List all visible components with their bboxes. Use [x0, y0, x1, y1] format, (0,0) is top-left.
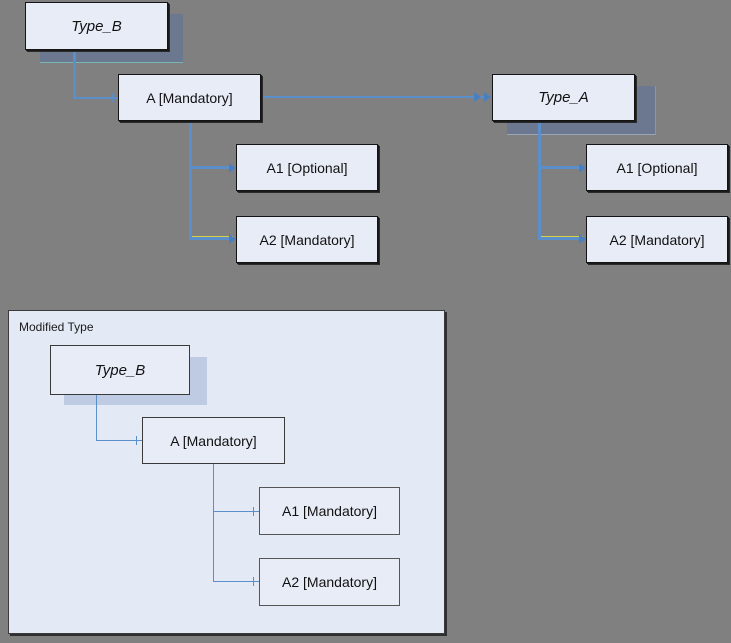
connector-modified-typeb-tick — [136, 436, 137, 445]
node-type-b-modified[interactable]: Type_B — [50, 345, 190, 395]
node-a2-mandatory-original[interactable]: A2 [Mandatory] — [236, 216, 378, 263]
connector-a-to-typea-link — [261, 96, 486, 98]
node-a-mandatory-modified[interactable]: A [Mandatory] — [142, 417, 285, 464]
panel-title: Modified Type — [19, 320, 94, 334]
connector-modified-typeb-horizontal — [96, 440, 142, 441]
node-a2-mandatory-typea[interactable]: A2 [Mandatory] — [586, 216, 728, 263]
node-label: A1 [Optional] — [616, 159, 698, 176]
node-a1-optional-typea[interactable]: A1 [Optional] — [586, 144, 728, 191]
connector-a-to-a1-arrow — [229, 163, 236, 173]
connector-modified-a1-tick — [253, 507, 254, 516]
type-a-shadow-outline — [507, 86, 656, 135]
node-label: A [Mandatory] — [170, 432, 257, 449]
node-a-mandatory-original[interactable]: A [Mandatory] — [118, 74, 261, 121]
node-label: A [Mandatory] — [146, 89, 233, 106]
node-type-a-original[interactable]: Type_A — [492, 74, 635, 121]
connector-a-to-a1-horizontal — [189, 166, 233, 169]
connector-modified-typeb-vertical — [96, 394, 97, 441]
connector-modified-a-to-a1 — [213, 511, 260, 512]
type-b-shadow-highlight — [40, 62, 183, 63]
node-label: A1 [Mandatory] — [282, 503, 377, 519]
node-label: Type_A — [538, 89, 589, 106]
connector-a-trunk-vertical — [189, 120, 192, 240]
connector-modified-a-trunk — [213, 463, 214, 582]
node-a2-mandatory-modified[interactable]: A2 [Mandatory] — [259, 558, 400, 606]
connector-a-to-typea-arrow-2 — [484, 92, 491, 102]
connector-typea-to-a1-arrow — [579, 163, 586, 173]
connector-typeb-to-a-vertical — [73, 49, 76, 97]
node-label: A2 [Mandatory] — [259, 231, 355, 248]
connector-a-to-a2-horizontal — [189, 237, 233, 240]
connector-typea-to-a1-horizontal — [538, 166, 583, 169]
connector-a-to-a2-arrow — [229, 234, 236, 244]
connector-modified-a2-tick — [253, 577, 254, 586]
connector-typea-to-a2-horizontal — [538, 237, 583, 240]
connector-typeb-to-a-horizontal — [73, 97, 118, 99]
connector-a-to-a2-highlight — [192, 236, 233, 237]
connector-typea-trunk-vertical — [538, 120, 541, 240]
node-label: A2 [Mandatory] — [282, 574, 377, 590]
connector-typea-to-a2-highlight — [541, 236, 583, 237]
node-label: A2 [Mandatory] — [609, 231, 705, 248]
connector-modified-a-to-a2 — [213, 581, 260, 582]
connector-typeb-to-a-tick — [112, 93, 113, 102]
node-a1-optional-original[interactable]: A1 [Optional] — [236, 144, 378, 191]
node-label: A1 [Optional] — [266, 159, 348, 176]
node-type-b-original[interactable]: Type_B — [25, 2, 168, 50]
node-a1-mandatory-modified[interactable]: A1 [Mandatory] — [259, 487, 400, 535]
connector-typea-to-a2-arrow — [579, 234, 586, 244]
node-label: Type_B — [94, 361, 146, 379]
connector-a-to-typea-arrow-1 — [474, 92, 481, 102]
node-label: Type_B — [71, 17, 122, 35]
